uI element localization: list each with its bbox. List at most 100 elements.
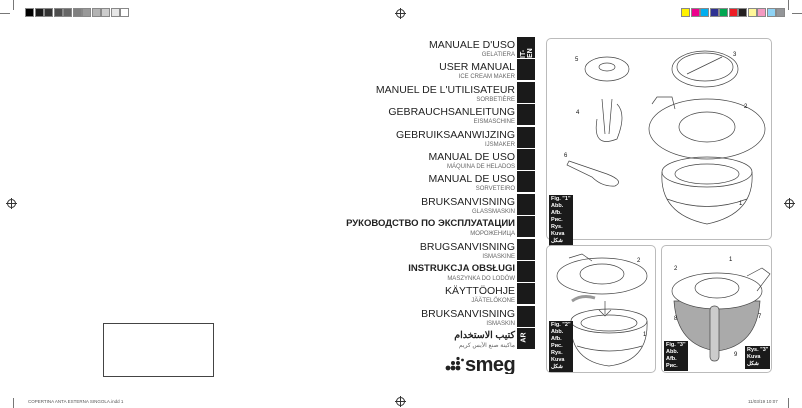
language-tab[interactable] [517, 238, 535, 260]
manual-title: KÄYTTÖOHJE [444, 285, 515, 298]
manual-title: USER MANUAL [439, 61, 515, 74]
part-number: 6 [564, 153, 568, 159]
calibration-swatch [25, 8, 34, 17]
crop-mark [788, 0, 789, 10]
crop-mark [13, 398, 14, 408]
registration-mark [6, 198, 17, 209]
language-tab[interactable] [517, 171, 535, 193]
part-number: 5 [575, 57, 579, 63]
part-number: 9 [734, 352, 738, 358]
footer-filename: COPERTINA ANTA ESTERNA SINGOLA.indd 1 [28, 399, 124, 404]
product-name: ISMASKINE [482, 253, 515, 260]
calibration-swatch [776, 8, 785, 17]
manual-title: كتيب الاستخدام [454, 330, 515, 342]
ice-cream-maker-parts-illustration [566, 50, 766, 225]
calibration-swatch [72, 8, 82, 17]
figure-label-line: Kuva [747, 354, 761, 360]
calibration-swatch [44, 8, 53, 17]
calibration-swatch [757, 8, 766, 17]
part-number: 2 [744, 104, 748, 110]
language-tab[interactable] [517, 261, 535, 282]
figure-label-line: Abb. [551, 329, 564, 335]
language-tab[interactable] [517, 305, 535, 327]
figure-label-line: Рис. [551, 217, 563, 223]
product-name: JÄÄTELÖKONE [471, 298, 515, 305]
figure-label-line: Rys. [551, 350, 563, 356]
calibration-swatch [101, 8, 110, 17]
figure-label-line: Рис. [666, 363, 678, 369]
figure-label-line: Fig. "2" [551, 322, 571, 328]
language-tab[interactable] [517, 104, 535, 126]
calibration-swatch [690, 8, 700, 17]
figure-label-line: Рис. [551, 343, 563, 349]
manual-title: MANUALE D'USO [428, 39, 515, 51]
language-tab[interactable] [517, 216, 535, 238]
product-name: GLASSMASKIN [471, 208, 515, 215]
figure-3-label: Fig. "3"Abb.Afb.Рис. [664, 341, 688, 371]
calibration-swatch [681, 8, 690, 17]
figure-label-line: Kuva [551, 357, 565, 363]
figure-3-panel: 1 2 7 8 9 Fig. "3"Abb.Afb.Рис. Rys. "3"K… [661, 245, 772, 373]
calibration-swatch [53, 8, 63, 17]
language-tab[interactable] [517, 126, 535, 148]
product-name: SORBETIÈRE [476, 96, 515, 103]
figure-label-line: Kuva [551, 231, 565, 237]
language-tab[interactable] [517, 81, 535, 103]
language-tab[interactable] [517, 149, 535, 170]
manual-title: BRUKSANVISNING [421, 195, 515, 208]
manual-title: MANUAL DE USO [428, 173, 515, 186]
calibration-swatch [738, 8, 747, 17]
language-code: AR [520, 332, 528, 343]
product-name: SORVETEIRO [475, 186, 515, 193]
blank-box [103, 323, 214, 377]
figure-label-line: Afb. [551, 210, 562, 216]
figure-label-line: Fig. "1" [551, 196, 571, 202]
language-tab[interactable] [517, 283, 535, 305]
part-number: 2 [637, 258, 641, 264]
language-tab[interactable]: AR [517, 328, 535, 350]
product-name: ISMASKIN [486, 320, 515, 327]
calibration-swatch [709, 8, 719, 17]
part-number: 7 [758, 314, 762, 320]
calibration-swatch [766, 8, 776, 17]
crop-mark [788, 398, 789, 408]
figure-label-line: Abb. [551, 203, 564, 209]
language-tab[interactable]: IT-EN [517, 37, 535, 58]
part-number: 8 [674, 316, 678, 322]
calibration-swatch [82, 8, 91, 17]
product-name: EISMASCHINE [473, 119, 515, 126]
part-number: 4 [576, 110, 580, 116]
registration-mark [395, 8, 406, 19]
crop-mark [13, 0, 14, 10]
calibration-swatch [120, 8, 129, 17]
registration-mark [395, 396, 406, 407]
figure-label-line: Rys. [551, 224, 563, 230]
language-code: IT-EN [520, 48, 534, 58]
product-name: МОРОЖЕНИЦА [470, 231, 515, 238]
figure-label-line: Afb. [551, 336, 562, 342]
product-name: GELATIERA [481, 52, 515, 58]
manual-title: MANUAL DE USO [428, 151, 515, 163]
figure-label-line: شكل [551, 364, 563, 370]
svg-text:smeg: smeg [465, 354, 515, 374]
manual-title: GEBRUIKSAANWIJZING [395, 128, 515, 141]
calibration-swatch [63, 8, 72, 17]
manual-title: BRUKSANVISNING [421, 307, 515, 320]
language-tab[interactable] [517, 59, 535, 81]
calibration-swatch [110, 8, 120, 17]
language-tab[interactable] [517, 193, 535, 215]
part-number: 1 [739, 201, 743, 207]
